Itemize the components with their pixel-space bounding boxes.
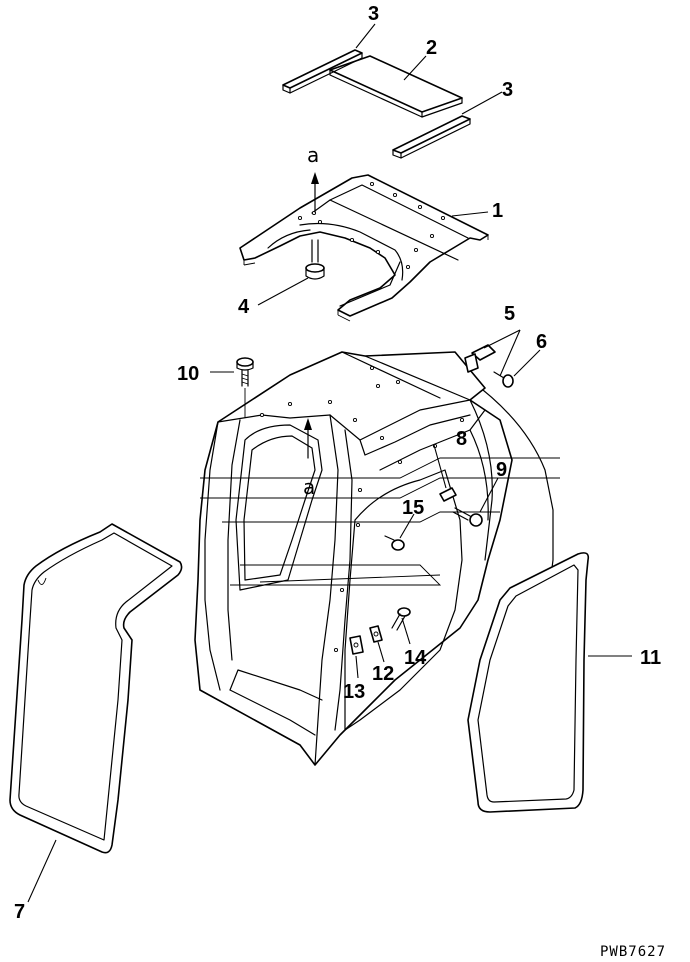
part-13-plate — [349, 635, 364, 655]
callout-15: 15 — [402, 497, 424, 519]
callout-10: 10 — [177, 363, 199, 385]
cab-body — [194, 351, 554, 766]
part-10-bolt — [236, 357, 254, 418]
reference-arrow-cab — [304, 418, 312, 459]
callout-2: 2 — [426, 37, 437, 59]
callout-12: 12 — [372, 663, 394, 685]
part-9-bolt — [452, 507, 483, 527]
part-8-clip — [439, 487, 457, 502]
callout-13: 13 — [343, 681, 365, 703]
part-1-roof-frame — [239, 174, 489, 322]
leader-lines — [27, 23, 632, 903]
part-3-strip-lower — [392, 115, 471, 159]
callout-11: 11 — [640, 647, 661, 669]
part-12-plate — [369, 625, 383, 643]
part-15-bolt — [384, 535, 405, 551]
callout-5: 5 — [504, 303, 515, 325]
callout-8: 8 — [456, 428, 467, 450]
reference-mark-a-top: a — [307, 143, 319, 167]
part-14-bolt — [391, 607, 411, 631]
part-5-bracket — [464, 344, 496, 373]
part-2-roof-board — [329, 55, 463, 118]
callout-7: 7 — [14, 901, 25, 923]
callout-1: 1 — [492, 200, 503, 222]
part-7-front-seal — [9, 523, 183, 854]
callout-4: 4 — [238, 296, 250, 318]
callout-6: 6 — [536, 331, 547, 353]
callout-3-lower: 3 — [502, 79, 513, 101]
part-11-rear-seal — [467, 552, 590, 813]
background-rail-pattern — [200, 457, 560, 586]
part-3-strip-upper — [282, 49, 363, 94]
reference-mark-a-cab: a — [303, 475, 315, 499]
reference-arrow-top — [311, 172, 319, 213]
callout-14: 14 — [404, 647, 427, 669]
callout-9: 9 — [496, 459, 507, 481]
part-6-screw — [493, 371, 514, 388]
part-4-stud — [305, 239, 325, 280]
callout-3-upper: 3 — [368, 3, 379, 25]
drawing-number: PWB7627 — [600, 944, 666, 960]
